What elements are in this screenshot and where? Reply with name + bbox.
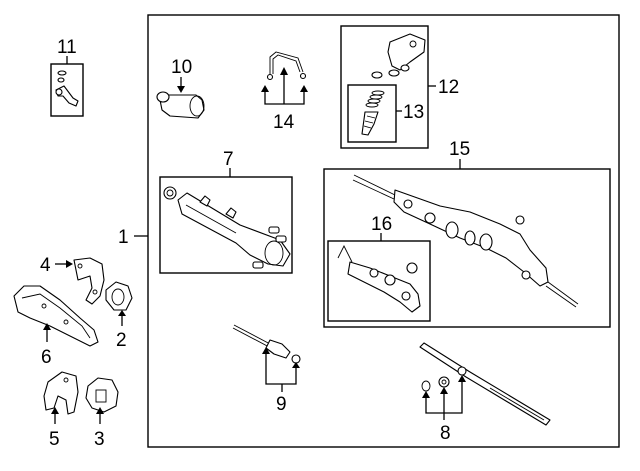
- part-3-bushing: [85, 377, 119, 413]
- part-14-pipe-set: [266, 51, 307, 81]
- part-6-heat-shield: [13, 285, 99, 347]
- part-7-box: [159, 176, 293, 274]
- part-2-grommet: [105, 281, 133, 311]
- part-10-cylinder: [156, 91, 205, 119]
- part-12-box: [340, 25, 429, 149]
- part-15-box: [323, 168, 611, 328]
- main-assembly-frame: [147, 14, 620, 448]
- callout-9-arrow-right: [292, 362, 300, 368]
- callout-8-arrow-left: [422, 391, 430, 398]
- callout-7[interactable]: 7: [223, 149, 234, 170]
- callout-13[interactable]: 13: [403, 102, 424, 123]
- callout-12[interactable]: 12: [438, 77, 459, 98]
- part-5-clamp: [43, 371, 79, 415]
- callout-4-arrow: [66, 260, 73, 268]
- part-4-bracket: [73, 257, 105, 305]
- part-7-gear-housing: [163, 186, 291, 269]
- callout-8-arrow-mid: [440, 387, 448, 394]
- callout-14-arrow-mid: [280, 67, 288, 75]
- part-16-box: [327, 240, 431, 322]
- part-15-rack-housing: [352, 174, 579, 308]
- callout-15[interactable]: 15: [449, 139, 470, 160]
- callout-9[interactable]: 9: [276, 394, 287, 415]
- callout-10[interactable]: 10: [171, 57, 192, 78]
- callout-14-arrow-right: [300, 85, 308, 92]
- callout-6-arrow: [43, 323, 51, 330]
- callout-5[interactable]: 5: [49, 429, 60, 450]
- callout-10-arrow: [177, 86, 185, 93]
- callout-5-arrow: [51, 407, 59, 414]
- part-9-inner-tie-rod: [232, 324, 301, 364]
- callout-1[interactable]: 1: [118, 227, 129, 248]
- part-16-rack-section: [337, 244, 421, 313]
- callout-4[interactable]: 4: [40, 255, 51, 276]
- callout-9-arrow-left: [262, 347, 270, 354]
- callout-14[interactable]: 14: [273, 112, 295, 133]
- callout-2[interactable]: 2: [116, 330, 127, 351]
- callout-6[interactable]: 6: [41, 347, 52, 368]
- callout-8-arrow-right: [458, 375, 466, 382]
- callout-3[interactable]: 3: [94, 429, 105, 450]
- callout-14-arrow-left: [261, 85, 269, 92]
- part-11-tie-rod-end: [55, 70, 79, 107]
- part-13-box: [347, 84, 397, 143]
- callout-16[interactable]: 16: [371, 214, 392, 235]
- part-12-valve-housing: [371, 33, 426, 79]
- callout-11[interactable]: 11: [57, 37, 77, 58]
- callout-9-bracket: [265, 352, 297, 385]
- callout-2-arrow: [118, 310, 126, 316]
- callout-8[interactable]: 8: [440, 423, 451, 444]
- callout-3-arrow: [96, 407, 104, 414]
- part-13-seal-kit: [361, 90, 385, 136]
- callout-14-bracket: [264, 90, 305, 105]
